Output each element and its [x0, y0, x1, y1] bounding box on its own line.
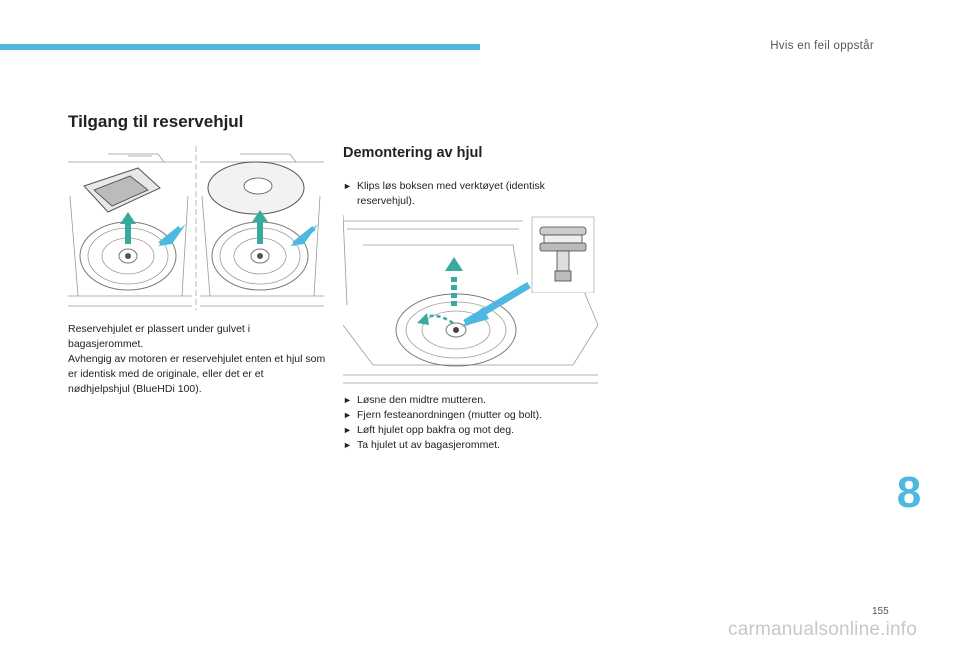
arrow-marker-icon: ► — [343, 181, 352, 191]
spare-wheel-description: Reservehjulet er plassert under gulvet i… — [68, 322, 328, 397]
arrow-marker-icon: ► — [343, 395, 352, 405]
section-title: Tilgang til reservehjul — [68, 112, 244, 131]
page-number: 155 — [872, 606, 889, 617]
chapter-number: 8 — [896, 468, 922, 517]
paragraph-variants: Avhengig av motoren er reservehjulet ent… — [68, 353, 326, 395]
header-accent-bar — [0, 44, 480, 50]
paragraph-location: Reservehjulet er plassert under gulvet i… — [68, 323, 251, 350]
list-item: ►Løft hjulet opp bakfra og mot deg. — [343, 424, 515, 436]
wheel-removal-illustration — [343, 215, 598, 384]
fixing-bolt-illustration — [531, 216, 595, 293]
arrow-marker-icon: ► — [343, 440, 352, 450]
arrow-marker-icon: ► — [343, 410, 352, 420]
chapter-header-title: Hvis en feil oppstår — [770, 40, 874, 52]
removal-title: Demontering av hjul — [343, 145, 483, 161]
removal-steps-bottom: ►Løsne den midtre mutteren. ►Fjern feste… — [343, 393, 605, 453]
list-item: ►Ta hjulet ut av bagasjerommet. — [343, 439, 500, 451]
list-item: ►Løsne den midtre mutteren. — [343, 394, 486, 406]
list-item: ►Fjern festeanordningen (mutter og bolt)… — [343, 409, 543, 421]
watermark: carmanualsonline.info — [728, 619, 918, 640]
spare-wheel-access-illustration — [68, 146, 324, 310]
removal-steps-top: ►Klips løs boksen med verktøyet (identis… — [343, 179, 605, 209]
list-item: ►Klips løs boksen med verktøyet (identis… — [343, 180, 545, 207]
arrow-marker-icon: ► — [343, 425, 352, 435]
